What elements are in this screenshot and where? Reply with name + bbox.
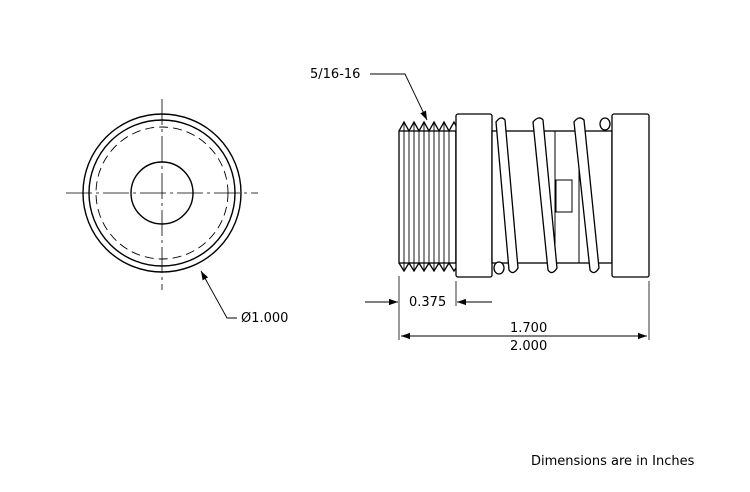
- left-flange: [455, 113, 493, 278]
- right-flange: [611, 113, 650, 278]
- units-note: Dimensions are in Inches: [531, 454, 695, 469]
- plunger-slot: [555, 179, 573, 213]
- thread-leader: [370, 73, 428, 121]
- end-view: [66, 99, 258, 290]
- threaded-stud: [398, 120, 457, 273]
- length-label-1: 1.700: [510, 321, 548, 336]
- extension-lines: [398, 276, 650, 340]
- spring-coils: [493, 117, 611, 275]
- side-view: [398, 113, 650, 278]
- length-label-2: 2.000: [510, 339, 548, 354]
- thread-callout-label: 5/16-16: [310, 67, 361, 82]
- diameter-leader: [200, 270, 237, 319]
- diameter-label: Ø1.000: [241, 311, 289, 326]
- thread-length-label: 0.375: [409, 295, 447, 310]
